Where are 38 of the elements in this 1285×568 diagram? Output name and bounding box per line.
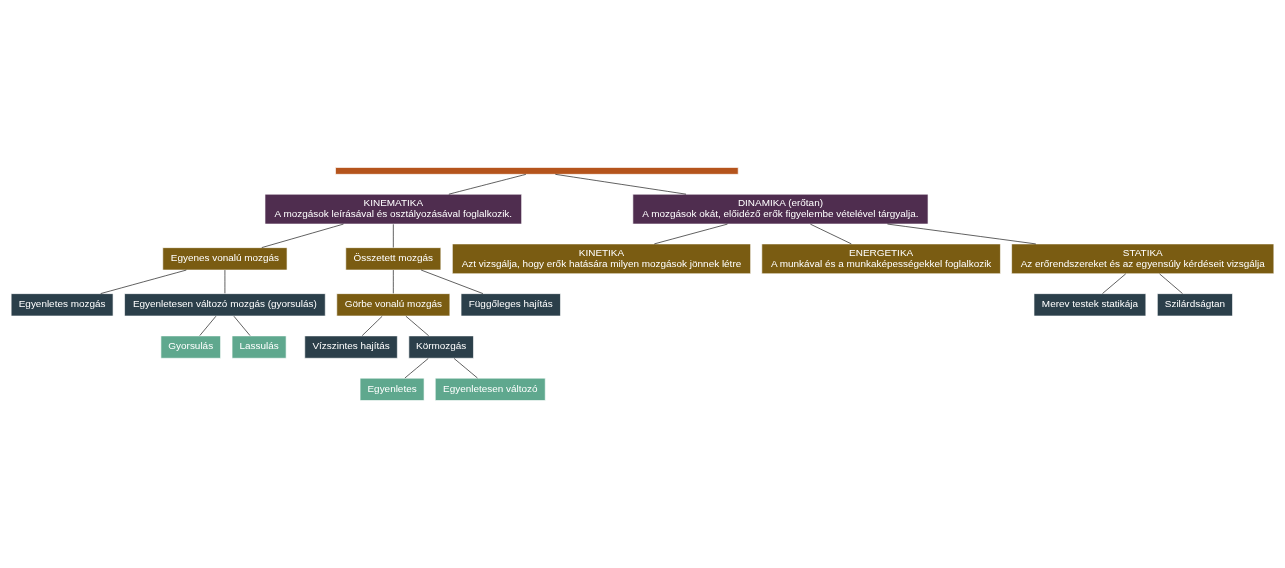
node-box: Merev testek statikája bbox=[1033, 293, 1147, 317]
node-box: STATIKA Az erőrendszereket és az egyensúly kérdéseit vizsgálja bbox=[1011, 243, 1275, 275]
connector bbox=[1159, 273, 1183, 294]
node-box: DINAMIKA (erőtan) A mozgások okát, előidéző erők figyelembe vételével tárgyalja. bbox=[632, 193, 929, 225]
connector bbox=[453, 358, 478, 379]
connector bbox=[555, 174, 687, 195]
connector bbox=[420, 269, 484, 294]
connector bbox=[1102, 273, 1127, 294]
node-box: Egyenletesen változó bbox=[434, 377, 546, 401]
node-box: Szilárdságtan bbox=[1157, 293, 1233, 317]
connector bbox=[261, 223, 344, 248]
connector bbox=[100, 269, 187, 294]
connector bbox=[393, 223, 394, 248]
connector bbox=[887, 223, 1037, 245]
node-box: Egyenes vonalú mozgás bbox=[162, 247, 288, 271]
node-box: KINEMATIKA A mozgások leírásával és osztályozásával foglalkozik. bbox=[264, 193, 522, 225]
node-box: Görbe vonalú mozgás bbox=[336, 293, 451, 317]
connector bbox=[361, 315, 383, 336]
connector bbox=[199, 315, 217, 336]
connector bbox=[404, 358, 429, 379]
connector bbox=[810, 223, 852, 245]
connector bbox=[654, 223, 728, 245]
node-box: ENERGETIKA A munkával és a munkaképességekkel foglalkozik bbox=[761, 243, 1001, 275]
node-box: Függőleges hajítás bbox=[460, 293, 561, 317]
connector bbox=[448, 174, 527, 195]
node-box: Egyenletes mozgás bbox=[10, 293, 114, 317]
node-box: Lassulás bbox=[231, 335, 287, 359]
node-box: Körmozgás bbox=[408, 335, 474, 359]
node-box: Gyorsulás bbox=[160, 335, 221, 359]
connector bbox=[233, 315, 251, 336]
node-bar bbox=[335, 167, 739, 175]
node-box: Összetett mozgás bbox=[345, 247, 442, 271]
node-box: Egyenletes bbox=[359, 377, 425, 401]
node-box: Vízszintes hajítás bbox=[304, 335, 398, 359]
connector bbox=[405, 315, 429, 337]
node-box: KINETIKA Azt vizsgálja, hogy erők hatására milyen mozgások jönnek létre bbox=[452, 243, 751, 275]
connector bbox=[224, 269, 226, 294]
node-box: Egyenletesen változó mozgás (gyorsulás) bbox=[124, 293, 326, 317]
